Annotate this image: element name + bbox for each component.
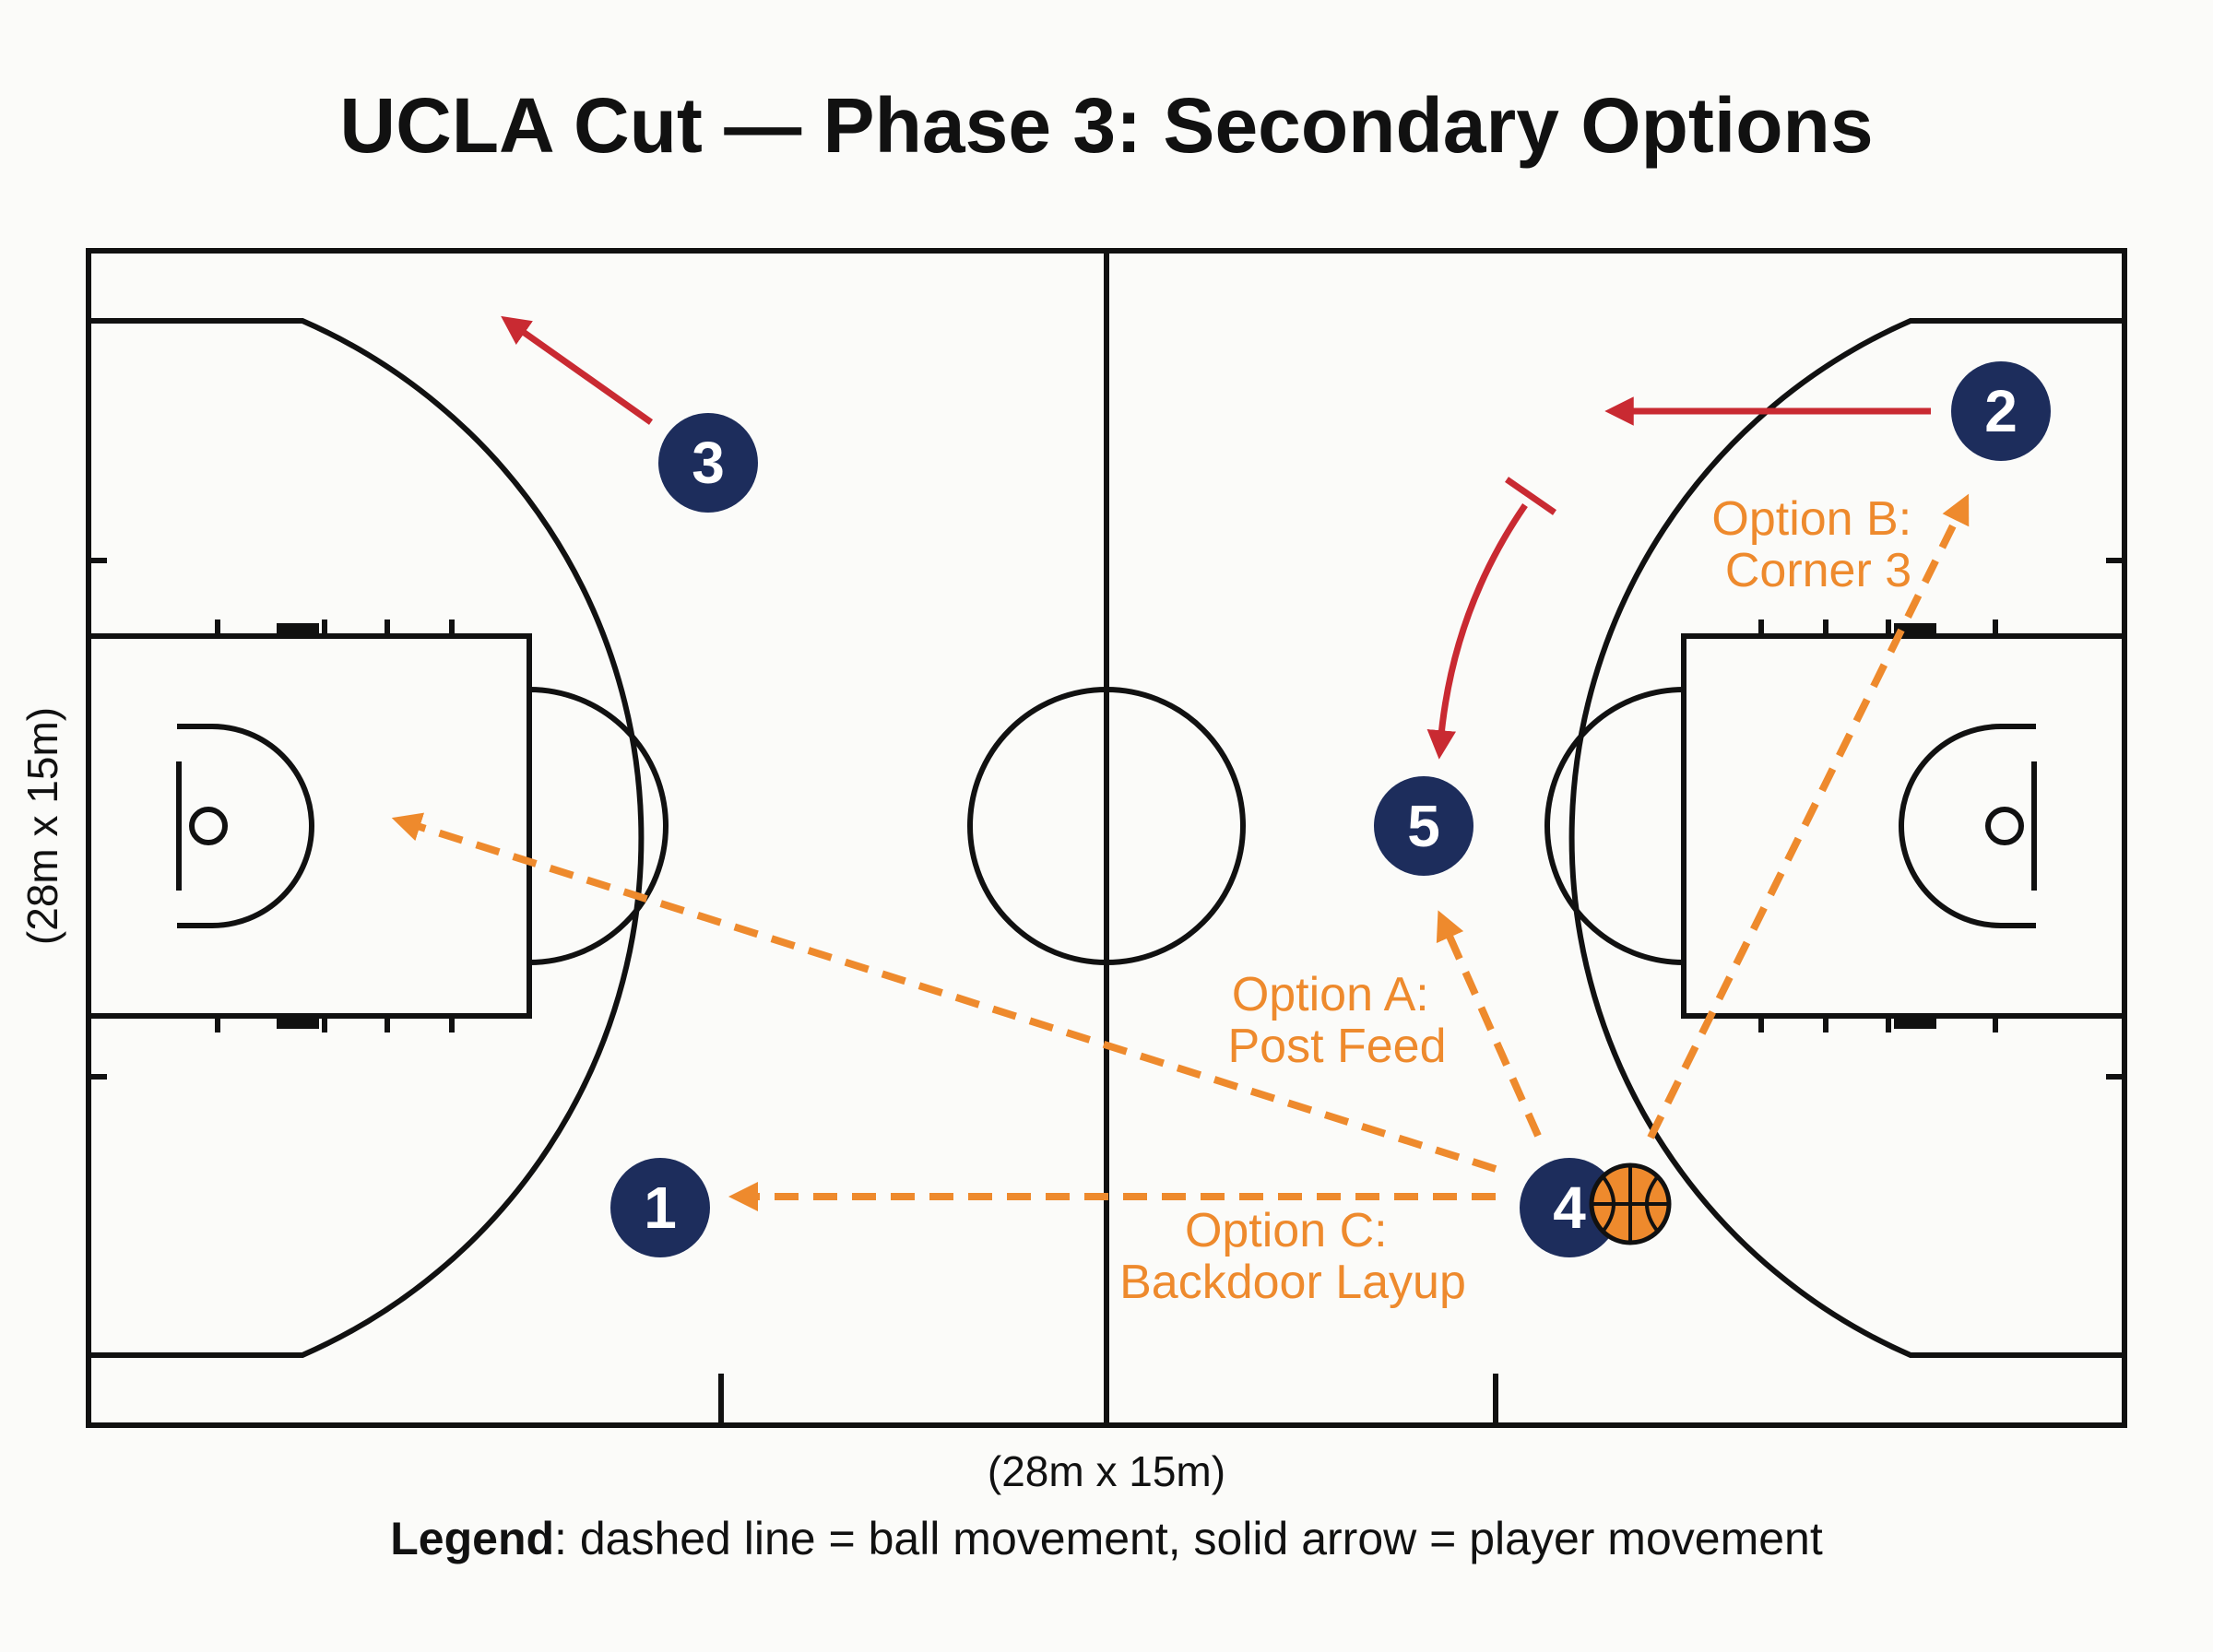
right-free-throw-circle [1544, 687, 1685, 965]
player-1[interactable]: 1 [610, 1158, 710, 1257]
basketball-court [86, 248, 2127, 1428]
right-lane-marks [1493, 558, 2124, 1425]
player-5[interactable]: 5 [1374, 776, 1473, 876]
left-half-court [86, 318, 724, 1425]
player-1-number: 1 [644, 1174, 677, 1241]
player-2-marker [1951, 361, 2051, 461]
legend-label: Legend [390, 1513, 554, 1564]
right-hoop [1985, 807, 2024, 845]
option-labels: Option A: Post Feed Option B: Corner 3 O… [1119, 492, 1924, 1309]
dimension-label-left: (28m x 15m) [18, 707, 66, 945]
center-circle [967, 687, 1246, 965]
legend: Legend: dashed line = ball movement, sol… [390, 1513, 1823, 1564]
ball-movement-paths [391, 493, 1970, 1211]
player-movement-paths [501, 315, 1931, 760]
left-lane-marks [89, 558, 724, 1425]
left-free-throw-circle [528, 687, 669, 965]
option-c-label: Option C: Backdoor Layup [1119, 1204, 1466, 1309]
player-3-marker [658, 413, 758, 513]
player-3-cut [501, 315, 654, 425]
option-a-label: Option A: Post Feed [1227, 968, 1446, 1073]
screen-bar [1505, 477, 1556, 515]
pass-option-b [1647, 493, 1970, 1139]
player-4-number: 4 [1553, 1174, 1586, 1241]
player-3-number: 3 [692, 430, 725, 496]
right-half-court [1493, 318, 2127, 1425]
player-4-marker [1520, 1158, 1619, 1257]
player-2[interactable]: 2 [1951, 361, 2051, 461]
right-restricted-arc [1899, 724, 2036, 928]
pass-to-post [391, 812, 1497, 1173]
right-three-point-line [1568, 318, 2124, 1358]
basketball-icon [1589, 1162, 1672, 1245]
player-1-marker [610, 1158, 710, 1257]
option-b-label: Option B: Corner 3 [1711, 492, 1924, 597]
left-restricted-arc [177, 724, 314, 928]
player-2-number: 2 [1984, 378, 2018, 444]
player-3[interactable]: 3 [658, 413, 758, 513]
page-title: UCLA Cut — Phase 3: Secondary Options [339, 82, 1873, 169]
player-4[interactable]: 4 [1520, 1158, 1619, 1257]
player-5-number: 5 [1407, 793, 1440, 859]
left-three-point-line [89, 318, 645, 1358]
legend-text: : dashed line = ball movement, solid arr… [554, 1513, 1823, 1564]
player-5-screen-arc [1426, 503, 1528, 760]
player-5-marker [1374, 776, 1473, 876]
players: 3 2 5 1 4 [610, 361, 2051, 1257]
pass-option-a [1436, 910, 1542, 1138]
dimension-label-bottom: (28m x 15m) [988, 1447, 1225, 1495]
left-hoop [189, 807, 228, 845]
